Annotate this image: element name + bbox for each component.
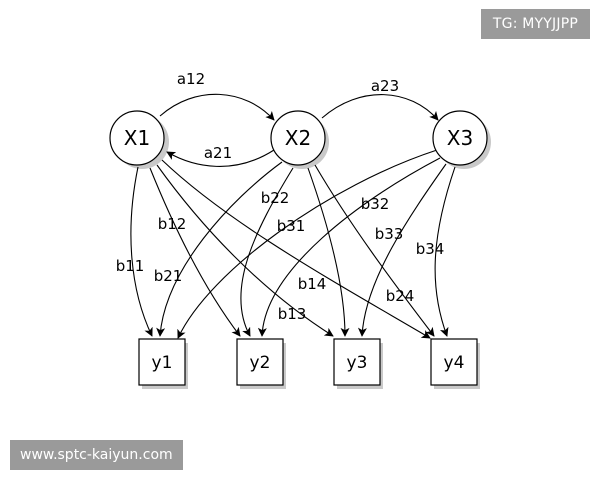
edge-b12 bbox=[149, 167, 241, 337]
obs-node-y2: y2 bbox=[236, 338, 284, 386]
edge-label-b12: b12 bbox=[158, 215, 187, 233]
edge-label-b34: b34 bbox=[416, 240, 445, 258]
edge-label-b13: b13 bbox=[278, 305, 307, 323]
obs-node-y2-label: y2 bbox=[250, 353, 271, 373]
obs-node-y4-label: y4 bbox=[444, 353, 465, 373]
edge-b31 bbox=[177, 149, 438, 339]
edge-label-b14: b14 bbox=[298, 275, 327, 293]
edge-b13 bbox=[156, 164, 334, 337]
edge-a21 bbox=[166, 149, 275, 167]
edge-b23 bbox=[307, 167, 350, 337]
edge-label-b33: b33 bbox=[375, 225, 404, 243]
edge-label-b21: b21 bbox=[154, 267, 183, 285]
edge-label-b11: b11 bbox=[116, 257, 145, 275]
edge-b22 bbox=[240, 167, 294, 337]
edge-label-b24: b24 bbox=[386, 287, 415, 305]
state-node-x1: X1 bbox=[109, 110, 165, 166]
obs-node-y3: y3 bbox=[333, 338, 381, 386]
state-node-x3: X3 bbox=[432, 110, 488, 166]
edge-label-a23: a23 bbox=[371, 77, 399, 95]
edge-label-a21: a21 bbox=[204, 144, 232, 162]
edge-b32 bbox=[257, 157, 441, 337]
obs-node-y1: y1 bbox=[138, 338, 186, 386]
site-watermark: www.sptc-kaiyun.com bbox=[10, 440, 183, 470]
edge-b24 bbox=[314, 164, 435, 337]
obs-node-y1-label: y1 bbox=[152, 353, 173, 373]
edge-label-b22: b22 bbox=[261, 189, 290, 207]
edge-label-a12: a12 bbox=[177, 70, 205, 88]
state-node-x3-label: X3 bbox=[447, 126, 473, 150]
state-node-x2: X2 bbox=[270, 110, 326, 166]
edge-a23 bbox=[321, 94, 439, 121]
edge-b14 bbox=[161, 159, 431, 339]
edge-a12 bbox=[159, 93, 275, 121]
edge-b34 bbox=[434, 166, 456, 337]
obs-node-y4: y4 bbox=[430, 338, 478, 386]
edge-label-b32: b32 bbox=[361, 195, 390, 213]
obs-node-y3-label: y3 bbox=[347, 353, 368, 373]
tag-watermark: TG: MYYJJPP bbox=[480, 9, 590, 39]
state-node-x2-label: X2 bbox=[285, 126, 311, 150]
edge-b11 bbox=[130, 166, 153, 337]
edge-b21 bbox=[156, 161, 283, 337]
state-node-x1-label: X1 bbox=[124, 126, 150, 150]
edge-label-b31: b31 bbox=[277, 217, 306, 235]
edge-b33 bbox=[357, 163, 447, 337]
